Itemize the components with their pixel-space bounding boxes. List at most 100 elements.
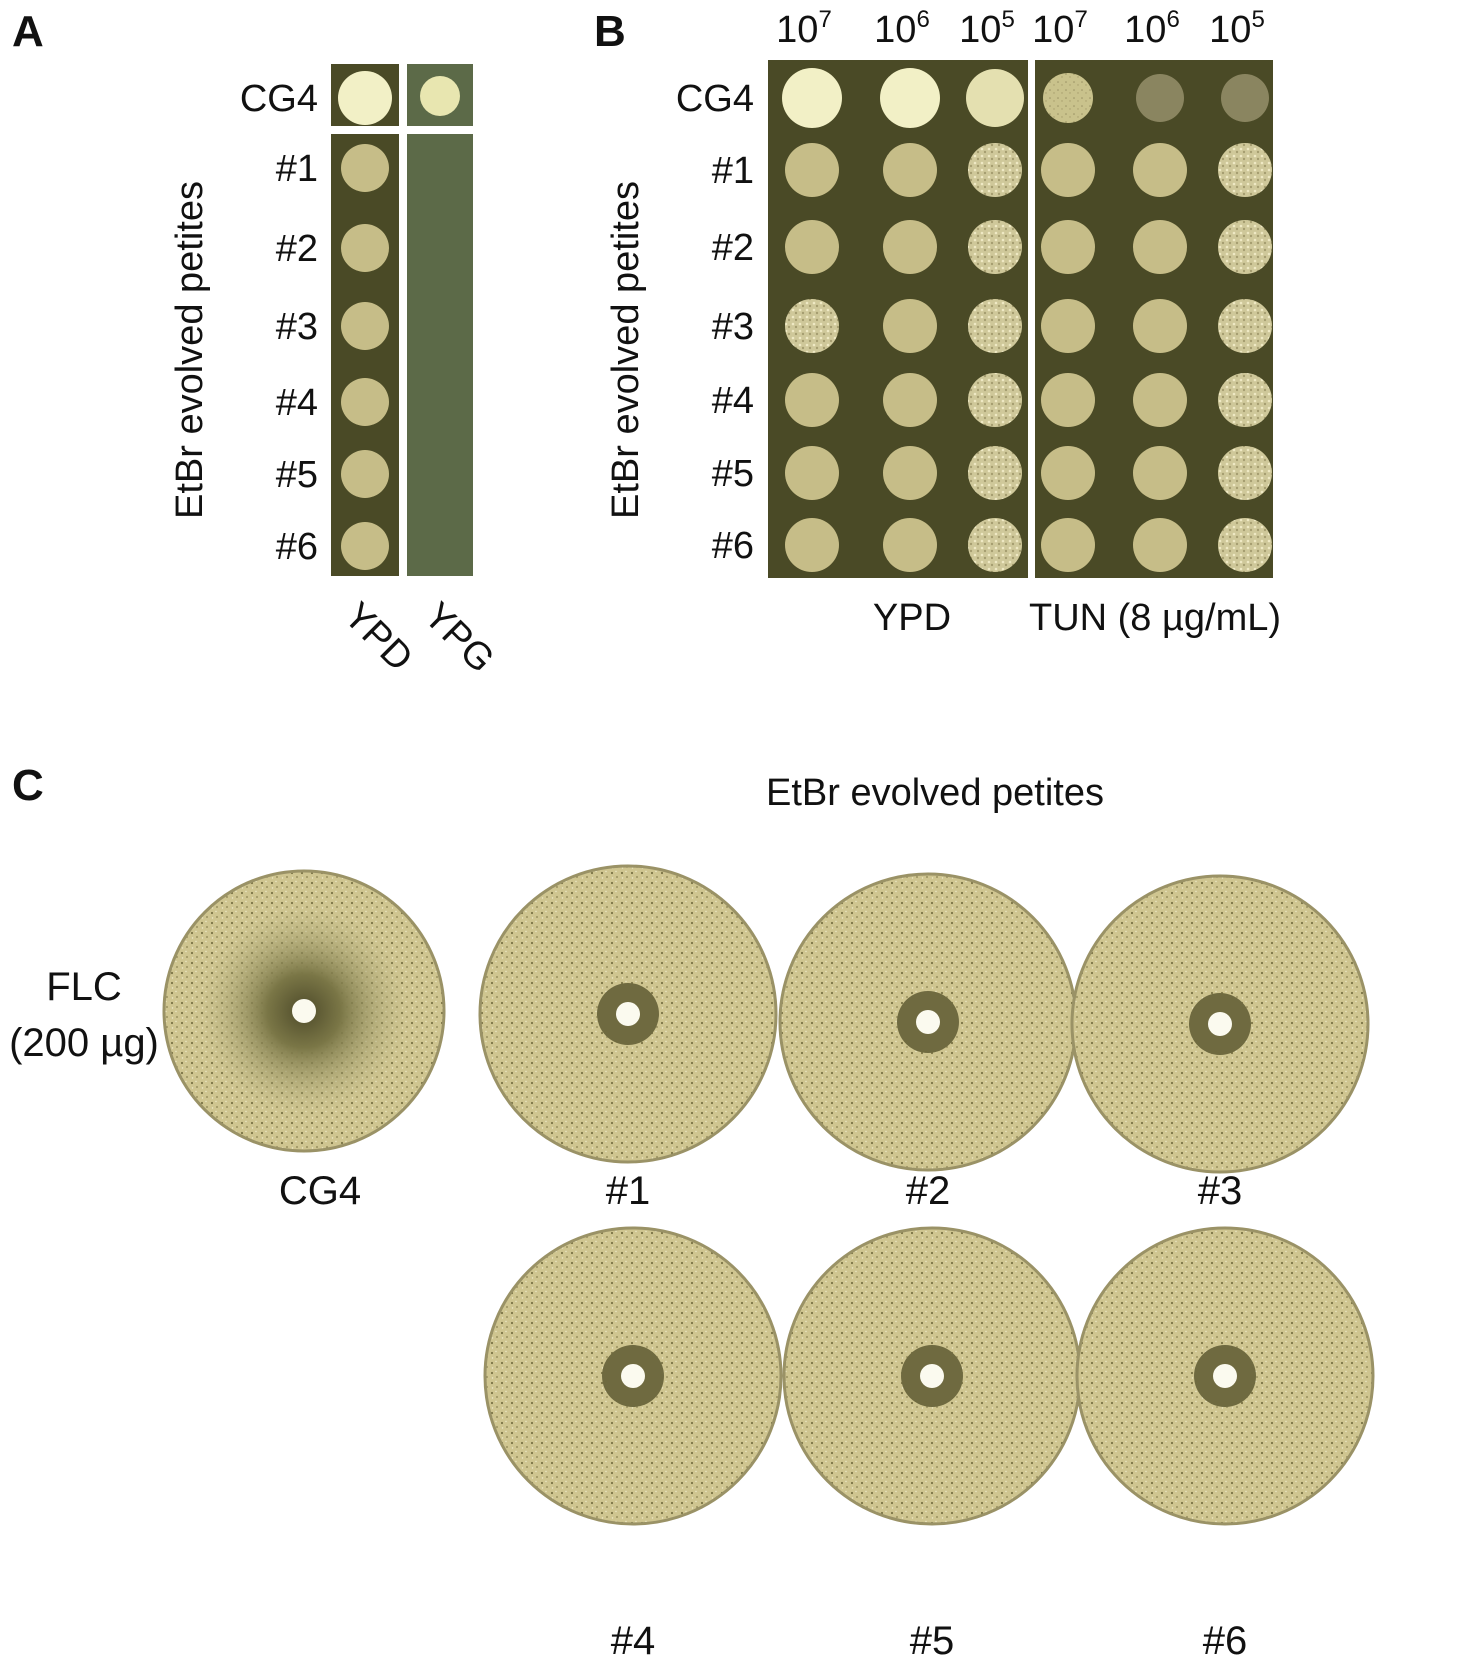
colony-spot [1218, 299, 1272, 353]
ypd-spot [341, 450, 389, 498]
panel-a-row-label: #1 [276, 148, 318, 190]
colony-spot [782, 68, 842, 128]
ypd-spot [338, 71, 392, 125]
plate-label: #3 [1198, 1169, 1243, 1213]
plate-label: CG4 [279, 1169, 361, 1213]
plate-label: #4 [611, 1619, 656, 1663]
colony-spot [1133, 373, 1187, 427]
colony-spot [1218, 220, 1272, 274]
colony-spot [1041, 373, 1095, 427]
panel-a-row-label: #3 [276, 306, 318, 348]
colony-spot [1133, 143, 1187, 197]
panel-c-plates: CG4#1#2#3#4#5#6 [162, 864, 1375, 1663]
colony-spot [883, 220, 937, 274]
ypd-spot [341, 144, 389, 192]
drug-disk [292, 999, 316, 1023]
colony-spot [883, 299, 937, 353]
agar-plate: #1 [478, 864, 778, 1213]
panel-b-row-label: #6 [712, 525, 754, 567]
panel-b-dilution-labels: 107 106 105 107 106 105 [776, 6, 1265, 51]
panel-a: A EtBr evolved petites CG4#1#2#3#4#5#6 Y… [12, 7, 502, 681]
colony-spot [1041, 446, 1095, 500]
agar-plate: CG4 [162, 869, 446, 1213]
dilution-label: 105 [959, 6, 1015, 51]
colony-spot [883, 446, 937, 500]
colony-spot [968, 143, 1022, 197]
agar-plate: #6 [1075, 1226, 1375, 1663]
colony-spot [1041, 143, 1095, 197]
colony-spot [883, 518, 937, 572]
dilution-label: 106 [874, 6, 930, 51]
colony-spot [1133, 518, 1187, 572]
panel-b-row-label: #3 [712, 306, 754, 348]
panel-a-row-label: CG4 [240, 78, 318, 120]
agar-plate: #3 [1070, 874, 1370, 1213]
colony-spot [1041, 220, 1095, 274]
panel-a-media-ypd: YPD [336, 595, 421, 680]
panel-a-row-label: #4 [276, 382, 318, 424]
dilution-label: 106 [1124, 6, 1180, 51]
panel-c: C EtBr evolved petites FLC (200 µg) CG4#… [9, 761, 1375, 1663]
colony-spot [785, 220, 839, 274]
colony-spot [968, 518, 1022, 572]
colony-spot [1133, 299, 1187, 353]
panel-b-side-label: EtBr evolved petites [605, 181, 647, 519]
colony-spot [1218, 518, 1272, 572]
colony-spot [1136, 74, 1184, 122]
plate-label: #1 [606, 1169, 651, 1213]
colony-spot [1043, 73, 1093, 123]
panel-a-spots [338, 71, 460, 570]
panel-a-side-label: EtBr evolved petites [169, 181, 211, 519]
drug-disk [920, 1364, 944, 1388]
colony-spot [883, 373, 937, 427]
ypd-spot [341, 522, 389, 570]
colony-spot [1041, 299, 1095, 353]
drug-disk [1213, 1364, 1237, 1388]
panel-a-row-label: #5 [276, 454, 318, 496]
panel-a-letter: A [12, 7, 44, 56]
panel-b-row-label: #1 [712, 150, 754, 192]
colony-spot [880, 68, 940, 128]
panel-b-row-label: #2 [712, 227, 754, 269]
drug-label-line1: FLC [46, 965, 122, 1009]
colony-spot [968, 220, 1022, 274]
drug-disk [916, 1010, 940, 1034]
colony-spot [1133, 446, 1187, 500]
drug-disk [1208, 1012, 1232, 1036]
colony-spot [1041, 518, 1095, 572]
panel-b-row-label: #5 [712, 453, 754, 495]
colony-spot [785, 299, 839, 353]
dilution-label: 105 [1209, 6, 1265, 51]
drug-label-line2: (200 µg) [9, 1021, 159, 1065]
colony-spot [968, 373, 1022, 427]
ypd-spot [341, 378, 389, 426]
colony-spot [785, 518, 839, 572]
colony-spot [785, 373, 839, 427]
colony-spot [883, 143, 937, 197]
plate-label: #6 [1203, 1619, 1248, 1663]
panel-a-row-label: #2 [276, 228, 318, 270]
dilution-label: 107 [1032, 6, 1088, 51]
agar-plate: #4 [483, 1226, 783, 1663]
colony-spot [1221, 74, 1269, 122]
dilution-label: 107 [776, 6, 832, 51]
colony-spot [785, 446, 839, 500]
ypd-strip [331, 134, 399, 576]
colony-spot [968, 299, 1022, 353]
drug-disk [616, 1002, 640, 1026]
panel-a-row-labels: CG4#1#2#3#4#5#6 [240, 78, 318, 568]
panel-c-letter: C [12, 761, 44, 810]
ypd-spot [341, 302, 389, 350]
ypg-strip [407, 134, 473, 576]
panel-b-letter: B [594, 7, 626, 56]
ypg-spot [420, 76, 460, 116]
colony-spot [1218, 143, 1272, 197]
panel-a-media-ypg: YPG [416, 595, 502, 681]
colony-spot [966, 69, 1024, 127]
panel-b-row-labels: CG4#1#2#3#4#5#6 [676, 78, 754, 567]
panel-b-media-ypd: YPD [873, 597, 951, 639]
drug-disk [621, 1364, 645, 1388]
colony-spot [1133, 220, 1187, 274]
